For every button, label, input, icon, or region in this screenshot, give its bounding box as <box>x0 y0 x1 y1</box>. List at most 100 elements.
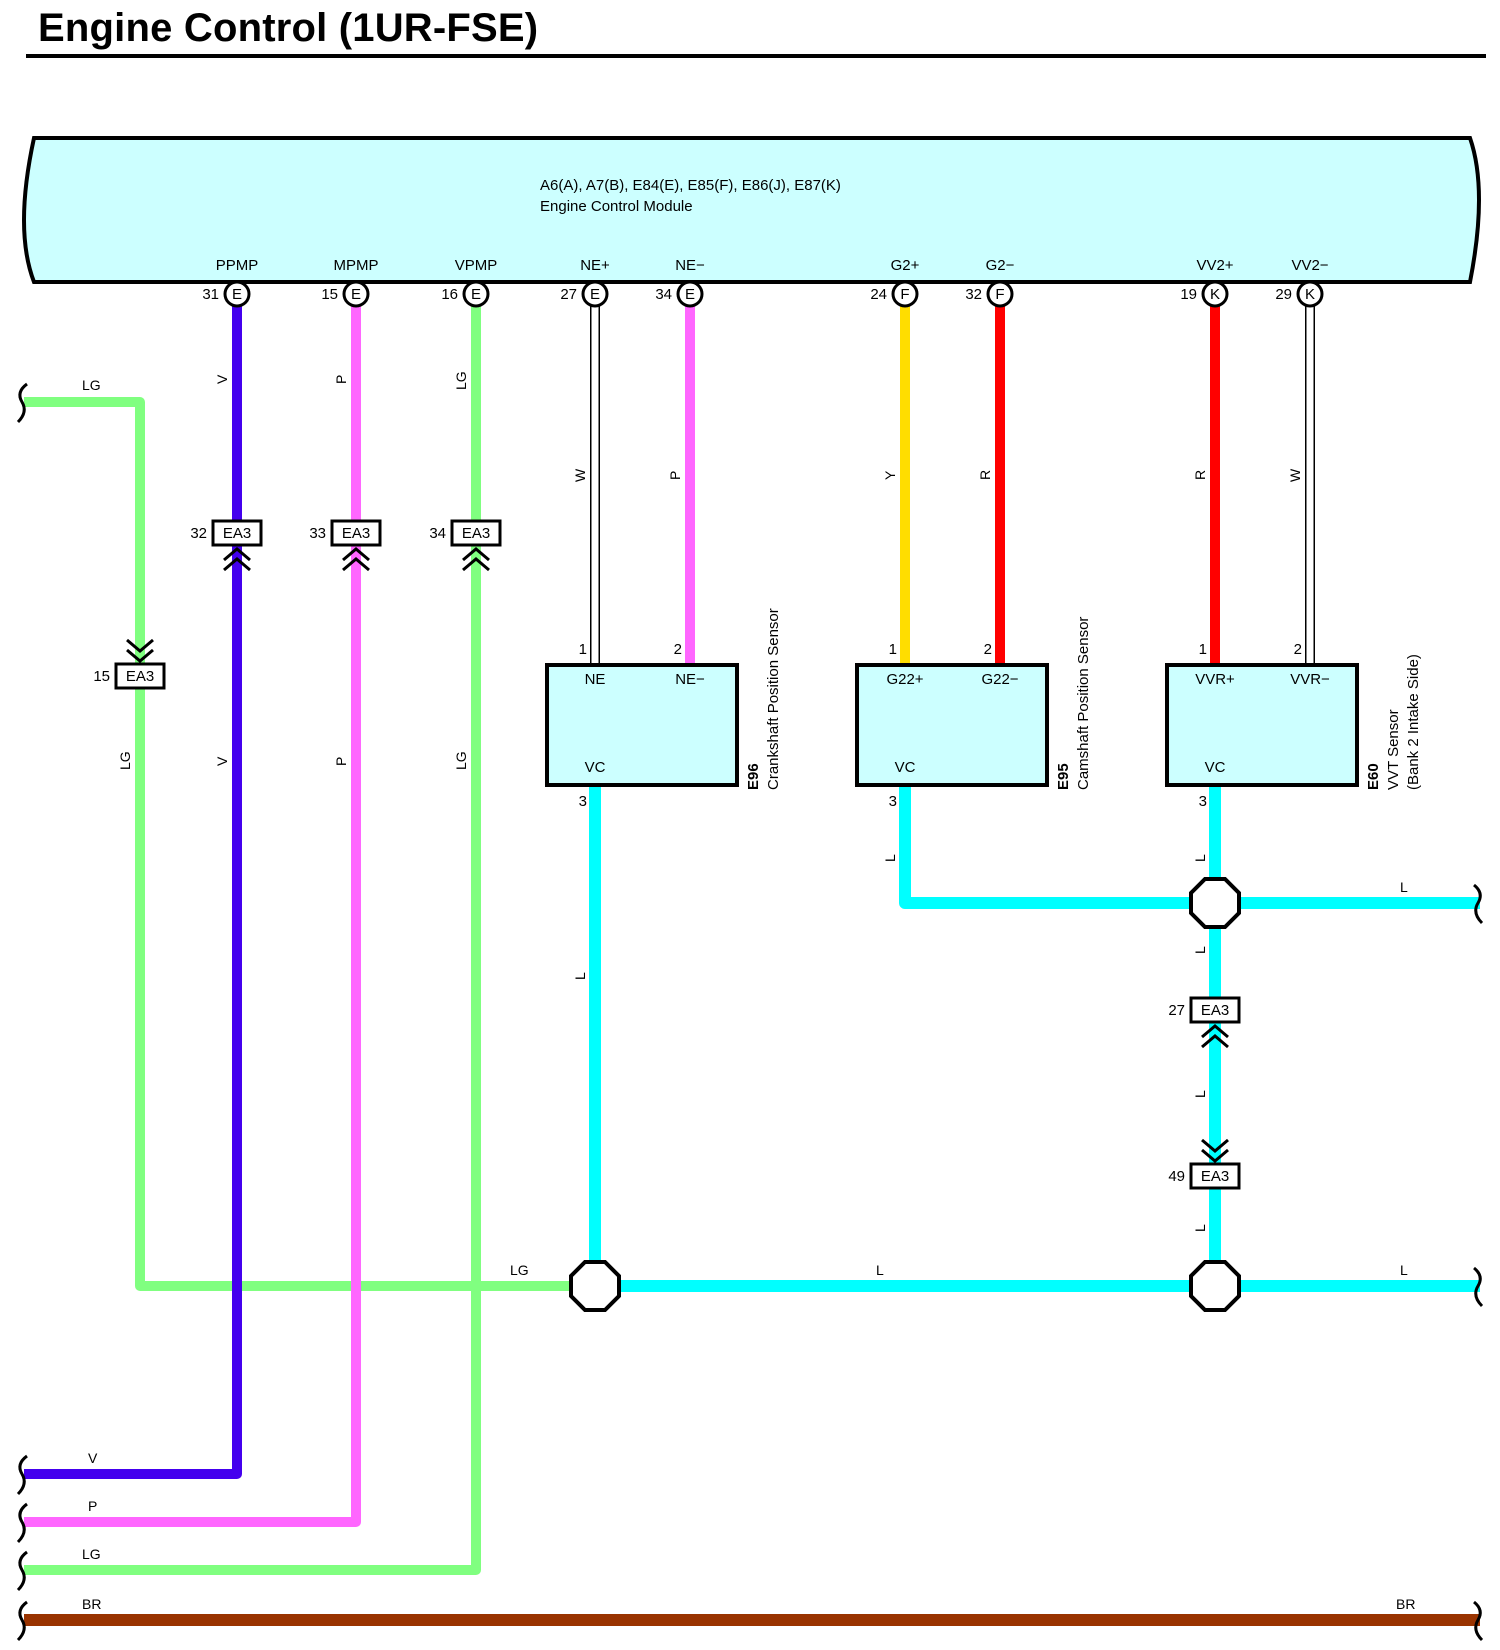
ecm-pin-g2-minus: F 32 <box>965 280 1014 308</box>
ecm-pin-conn: K <box>1305 286 1315 303</box>
title-rule <box>26 54 1486 58</box>
break-mark-lg <box>16 1550 28 1592</box>
wire-label-l-vvt-4: L <box>1192 1224 1208 1232</box>
junction-chevron-icon <box>126 638 154 663</box>
wire-label-r-g2: R <box>977 470 993 480</box>
wire-label-p-bottom: P <box>88 1498 97 1514</box>
junction-ea3-49: EA3 49 <box>1168 1138 1241 1190</box>
sensor-terminal-g22-plus: G22+ <box>886 671 923 688</box>
wire-label-w-ne: W <box>572 468 588 482</box>
ecm-box <box>22 136 1481 284</box>
junction-name: EA3 <box>342 525 370 542</box>
ecm-pin-number: 15 <box>321 286 338 303</box>
ecm-terminal-ne-plus: NE+ <box>580 257 610 274</box>
wire-label-l-right-lower: L <box>1400 1262 1408 1278</box>
ecm-pin-conn: F <box>900 286 909 303</box>
sensor-terminal-vc: VC <box>895 759 916 776</box>
junction-ea3-33: EA3 33 <box>309 519 382 572</box>
sensor-terminal-vvr-plus: VVR+ <box>1195 671 1235 688</box>
wire-label-l-bus: L <box>876 1262 884 1278</box>
break-mark-v <box>16 1454 28 1496</box>
junction-chevron-icon <box>1201 1138 1229 1163</box>
sensor-pin-1: 1 <box>579 641 587 658</box>
ecm-pin-conn: E <box>351 286 361 303</box>
ecm-pin-number: 24 <box>870 286 887 303</box>
break-mark-l-right-lower <box>1473 1266 1484 1308</box>
wire-l-cam-vc <box>899 786 1480 909</box>
wire-label-lg-vpmp-lower: LG <box>453 751 469 770</box>
sensor-terminal-ne-minus: NE− <box>675 671 705 688</box>
junction-ea3-32: EA3 32 <box>190 519 263 572</box>
wire-label-l-vvt-2: L <box>1192 946 1208 954</box>
ecm-pin-conn: F <box>995 286 1004 303</box>
break-mark-l-right-upper <box>1473 883 1484 925</box>
ecm-pin-number: 34 <box>655 286 672 303</box>
sensor-pin-3: 3 <box>1199 793 1207 810</box>
wire-label-y-g2: Y <box>882 470 898 480</box>
sensor-terminal-vc: VC <box>585 759 606 776</box>
break-mark-br-right <box>1473 1600 1484 1642</box>
ecm-terminal-ppmp: PPMP <box>216 257 259 274</box>
ecm-pin-ppmp: E 31 <box>202 280 251 308</box>
wire-label-lg-top: LG <box>82 377 101 393</box>
wire-label-p-lower: P <box>333 757 349 766</box>
junction-name: EA3 <box>1201 1002 1229 1019</box>
wire-label-l-right-upper: L <box>1400 879 1408 895</box>
splice-point-bus-left <box>569 1260 621 1312</box>
ecm-terminal-vpmp: VPMP <box>455 257 498 274</box>
sensor-pin-2: 2 <box>1294 641 1302 658</box>
sensor-code: E95 <box>1055 763 1072 790</box>
wire-label-p-upper: P <box>333 375 349 384</box>
wire-v-ppmp <box>24 304 242 1479</box>
ecm-pin-conn: E <box>471 286 481 303</box>
sensor-terminal-vvr-minus: VVR− <box>1290 671 1330 688</box>
ecm-terminal-vv2-minus: VV2− <box>1291 257 1328 274</box>
sensor-camshaft: G22+ G22− VC 1 2 3 E95 Camshaft Position… <box>855 617 1092 810</box>
ecm-pin-conn: E <box>685 286 695 303</box>
wire-label-l-vvt-3: L <box>1192 1090 1208 1098</box>
ecm-pin-number: 29 <box>1275 286 1292 303</box>
wire-label-lg-vpmp-upper: LG <box>453 371 469 390</box>
ecm-terminal-vv2-plus: VV2+ <box>1196 257 1233 274</box>
sensor-name-line2: (Bank 2 Intake Side) <box>1405 654 1422 790</box>
sensor-vvt: VVR+ VVR− VC 1 2 3 E60 VVT Sensor (Bank … <box>1165 641 1422 810</box>
break-mark-p <box>16 1502 28 1544</box>
junction-name: EA3 <box>1201 1168 1229 1185</box>
ecm-pin-number: 31 <box>202 286 219 303</box>
sensor-pin-1: 1 <box>889 641 897 658</box>
wire-label-l-crank: L <box>572 972 588 980</box>
wire-label-v-upper: V <box>214 374 230 384</box>
junction-chevron-icon <box>223 547 251 572</box>
sensor-name: VVT Sensor <box>1385 709 1402 790</box>
junction-ea3-34: EA3 34 <box>429 519 502 572</box>
junction-pin: 34 <box>429 525 446 542</box>
junction-ea3-27: EA3 27 <box>1168 996 1241 1049</box>
wire-label-lg-bottom: LG <box>82 1546 101 1562</box>
ecm-pin-number: 32 <box>965 286 982 303</box>
page-title: Engine Control (1UR-FSE) <box>38 6 539 50</box>
ecm-terminal-ne-minus: NE− <box>675 257 705 274</box>
junction-chevron-icon <box>342 547 370 572</box>
wire-label-v-bottom: V <box>88 1450 98 1466</box>
ecm-pin-ne-plus: E 27 <box>560 280 609 308</box>
ecm-name-label: Engine Control Module <box>540 198 693 215</box>
splice-point-vc-upper <box>1189 877 1241 929</box>
ecm-pin-vv2-minus: K 29 <box>1275 280 1324 308</box>
sensor-pin-1: 1 <box>1199 641 1207 658</box>
ecm-pin-ne-minus: E 34 <box>655 280 704 308</box>
sensor-terminal-ne: NE <box>585 671 606 688</box>
ecm-terminal-mpmp: MPMP <box>334 257 379 274</box>
wire-label-lg-bus: LG <box>510 1262 529 1278</box>
sensor-code: E60 <box>1365 763 1382 790</box>
wire-p-mpmp <box>24 304 361 1527</box>
wire-label-l-vvt-1: L <box>1192 854 1208 862</box>
ecm-terminal-g2-minus: G2− <box>986 257 1015 274</box>
ecm-pin-conn: E <box>590 286 600 303</box>
sensor-pin-2: 2 <box>674 641 682 658</box>
junction-chevron-icon <box>462 547 490 572</box>
break-marks <box>16 382 1484 1642</box>
ecm-pin-conn: E <box>232 286 242 303</box>
wire-label-w-vv2: W <box>1287 468 1303 482</box>
ecm-pin-number: 27 <box>560 286 577 303</box>
